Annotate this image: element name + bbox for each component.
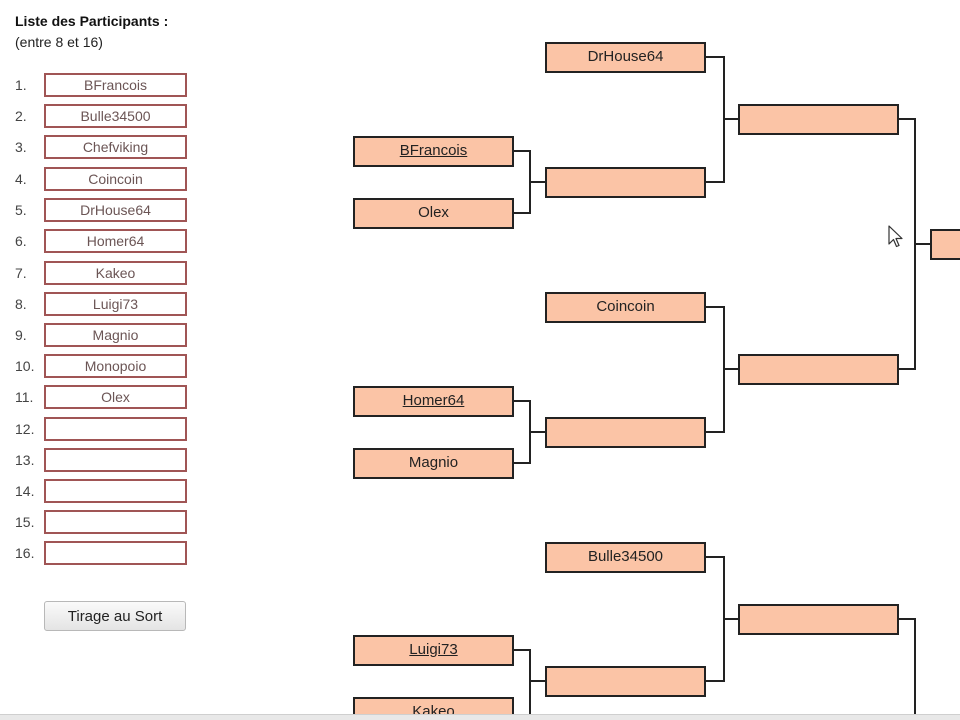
participant-number: 9. [15, 327, 27, 343]
bracket-connector [706, 181, 724, 183]
bracket-slot-round1-1[interactable]: BFrancois [353, 136, 514, 167]
participant-number: 4. [15, 171, 27, 187]
participant-row: 4. [0, 167, 200, 191]
participant-input-5[interactable] [44, 198, 187, 222]
participant-number: 5. [15, 202, 27, 218]
bracket-slot-round3-2 [738, 354, 899, 385]
bracket-connector [706, 306, 724, 308]
bracket-slot-round2-6 [545, 666, 706, 697]
participant-input-2[interactable] [44, 104, 187, 128]
bracket-connector [514, 462, 530, 464]
bracket-connector [723, 368, 738, 370]
bracket-connector [514, 649, 530, 651]
participant-input-11[interactable] [44, 385, 187, 409]
bracket-connector [514, 212, 530, 214]
participant-row: 12. [0, 417, 200, 441]
participant-row: 6. [0, 229, 200, 253]
bracket-connector [723, 118, 738, 120]
participant-input-8[interactable] [44, 292, 187, 316]
participant-row: 14. [0, 479, 200, 503]
participant-input-3[interactable] [44, 135, 187, 159]
participant-number: 11. [15, 389, 34, 405]
participant-number: 8. [15, 296, 27, 312]
bracket-connector [529, 649, 531, 720]
page-title: Liste des Participants : [15, 13, 169, 29]
participant-number: 14. [15, 483, 35, 499]
participant-row: 10. [0, 354, 200, 378]
participant-number: 7. [15, 265, 27, 281]
bracket-slot-round1-5[interactable]: Luigi73 [353, 635, 514, 666]
participant-input-15[interactable] [44, 510, 187, 534]
bracket-connector [529, 680, 545, 682]
bracket-slot-round4-1 [930, 229, 960, 260]
horizontal-scrollbar[interactable] [0, 714, 960, 720]
bracket-connector [706, 431, 724, 433]
bracket-connector [529, 181, 545, 183]
bracket-connector [723, 618, 738, 620]
bracket-connector [706, 56, 724, 58]
bracket-slot-round2-5: Bulle34500 [545, 542, 706, 573]
draw-lots-button[interactable]: Tirage au Sort [44, 601, 186, 631]
participant-input-1[interactable] [44, 73, 187, 97]
participant-number: 16. [15, 545, 35, 561]
bracket-slot-round1-2: Olex [353, 198, 514, 229]
bracket-connector [514, 150, 530, 152]
bracket-slot-round2-3: Coincoin [545, 292, 706, 323]
bracket-connector [899, 118, 915, 120]
bracket-slot-round1-3[interactable]: Homer64 [353, 386, 514, 417]
participant-input-13[interactable] [44, 448, 187, 472]
bracket-slot-round1-4: Magnio [353, 448, 514, 479]
participant-input-7[interactable] [44, 261, 187, 285]
participant-row: 16. [0, 541, 200, 565]
bracket-connector [706, 556, 724, 558]
page-subtitle: (entre 8 et 16) [15, 34, 103, 50]
participant-row: 3. [0, 135, 200, 159]
bracket-connector [529, 431, 545, 433]
participant-input-12[interactable] [44, 417, 187, 441]
participant-input-14[interactable] [44, 479, 187, 503]
participant-input-4[interactable] [44, 167, 187, 191]
bracket-slot-round3-3 [738, 604, 899, 635]
bracket-connector [899, 368, 915, 370]
bracket-slot-round3-1 [738, 104, 899, 135]
participant-number: 1. [15, 77, 27, 93]
participant-row: 1. [0, 73, 200, 97]
participant-row: 13. [0, 448, 200, 472]
participant-number: 3. [15, 139, 27, 155]
participant-input-10[interactable] [44, 354, 187, 378]
participant-row: 15. [0, 510, 200, 534]
participant-row: 11. [0, 385, 200, 409]
participant-number: 6. [15, 233, 27, 249]
participant-row: 2. [0, 104, 200, 128]
mouse-pointer-icon [888, 225, 903, 248]
participant-row: 7. [0, 261, 200, 285]
participant-row: 5. [0, 198, 200, 222]
participant-number: 10. [15, 358, 35, 374]
bracket-connector [899, 618, 915, 620]
participant-row: 9. [0, 323, 200, 347]
participant-input-6[interactable] [44, 229, 187, 253]
participant-input-16[interactable] [44, 541, 187, 565]
participant-number: 13. [15, 452, 35, 468]
bracket-slot-round2-2 [545, 167, 706, 198]
bracket-slot-round2-4 [545, 417, 706, 448]
bracket-slot-round2-1: DrHouse64 [545, 42, 706, 73]
participant-input-9[interactable] [44, 323, 187, 347]
bracket-connector [514, 400, 530, 402]
participant-number: 12. [15, 421, 35, 437]
participant-number: 2. [15, 108, 27, 124]
participant-row: 8. [0, 292, 200, 316]
bracket-connector [706, 680, 724, 682]
bracket-connector [914, 243, 930, 245]
bracket-connector [914, 618, 916, 720]
participant-number: 15. [15, 514, 35, 530]
